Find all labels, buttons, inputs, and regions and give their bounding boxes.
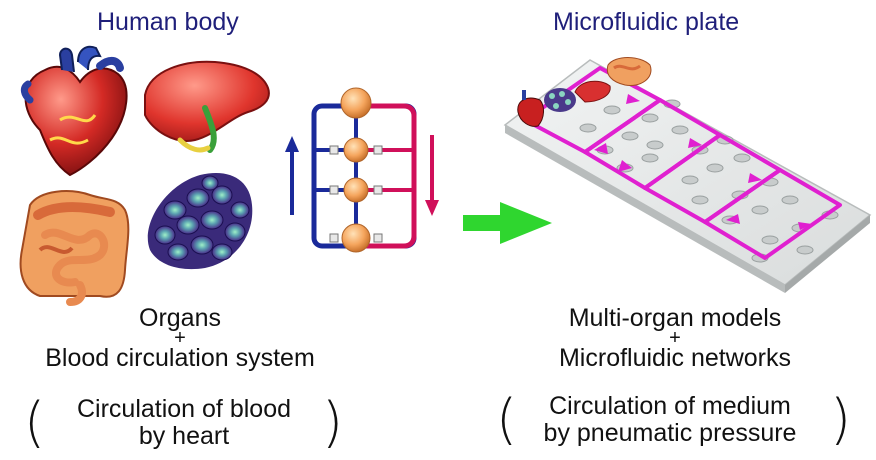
microfluidic-plate-title: Microfluidic plate bbox=[553, 8, 740, 36]
microfluidic-networks-label: Microfluidic networks bbox=[558, 344, 791, 372]
right-caption: Multi-organ models + Microfluidic networ… bbox=[495, 305, 855, 371]
heart-icon bbox=[20, 45, 128, 177]
note-line-2: by pneumatic pressure bbox=[543, 419, 797, 447]
plus-sign: + bbox=[174, 327, 186, 349]
left-caption: Organs + Blood circulation system bbox=[0, 305, 360, 371]
note-line-1: Circulation of medium bbox=[549, 392, 791, 420]
cells-icon bbox=[147, 173, 253, 270]
medium-circulation-note: Circulation of medium by pneumatic press… bbox=[520, 393, 820, 447]
close-paren: ) bbox=[830, 388, 852, 451]
open-paren: ( bbox=[24, 391, 46, 454]
plus-sign: + bbox=[669, 327, 681, 349]
liver-icon bbox=[144, 60, 270, 153]
intestine-icon bbox=[19, 190, 130, 306]
microfluidic-plate bbox=[503, 57, 872, 293]
close-paren: ) bbox=[322, 391, 344, 454]
organs-label: Organs bbox=[139, 304, 221, 332]
blood-circulation-label: Blood circulation system bbox=[45, 344, 315, 372]
multi-organ-label: Multi-organ models bbox=[568, 304, 782, 332]
green-arrow-icon bbox=[463, 202, 552, 244]
note-line-1: Circulation of blood bbox=[76, 395, 291, 423]
open-paren: ( bbox=[496, 388, 518, 451]
note-line-2: by heart bbox=[138, 422, 230, 450]
human-body-title: Human body bbox=[97, 8, 239, 36]
blood-circulation-note: Circulation of blood by heart bbox=[55, 396, 313, 450]
circulation-diagram bbox=[285, 87, 439, 253]
